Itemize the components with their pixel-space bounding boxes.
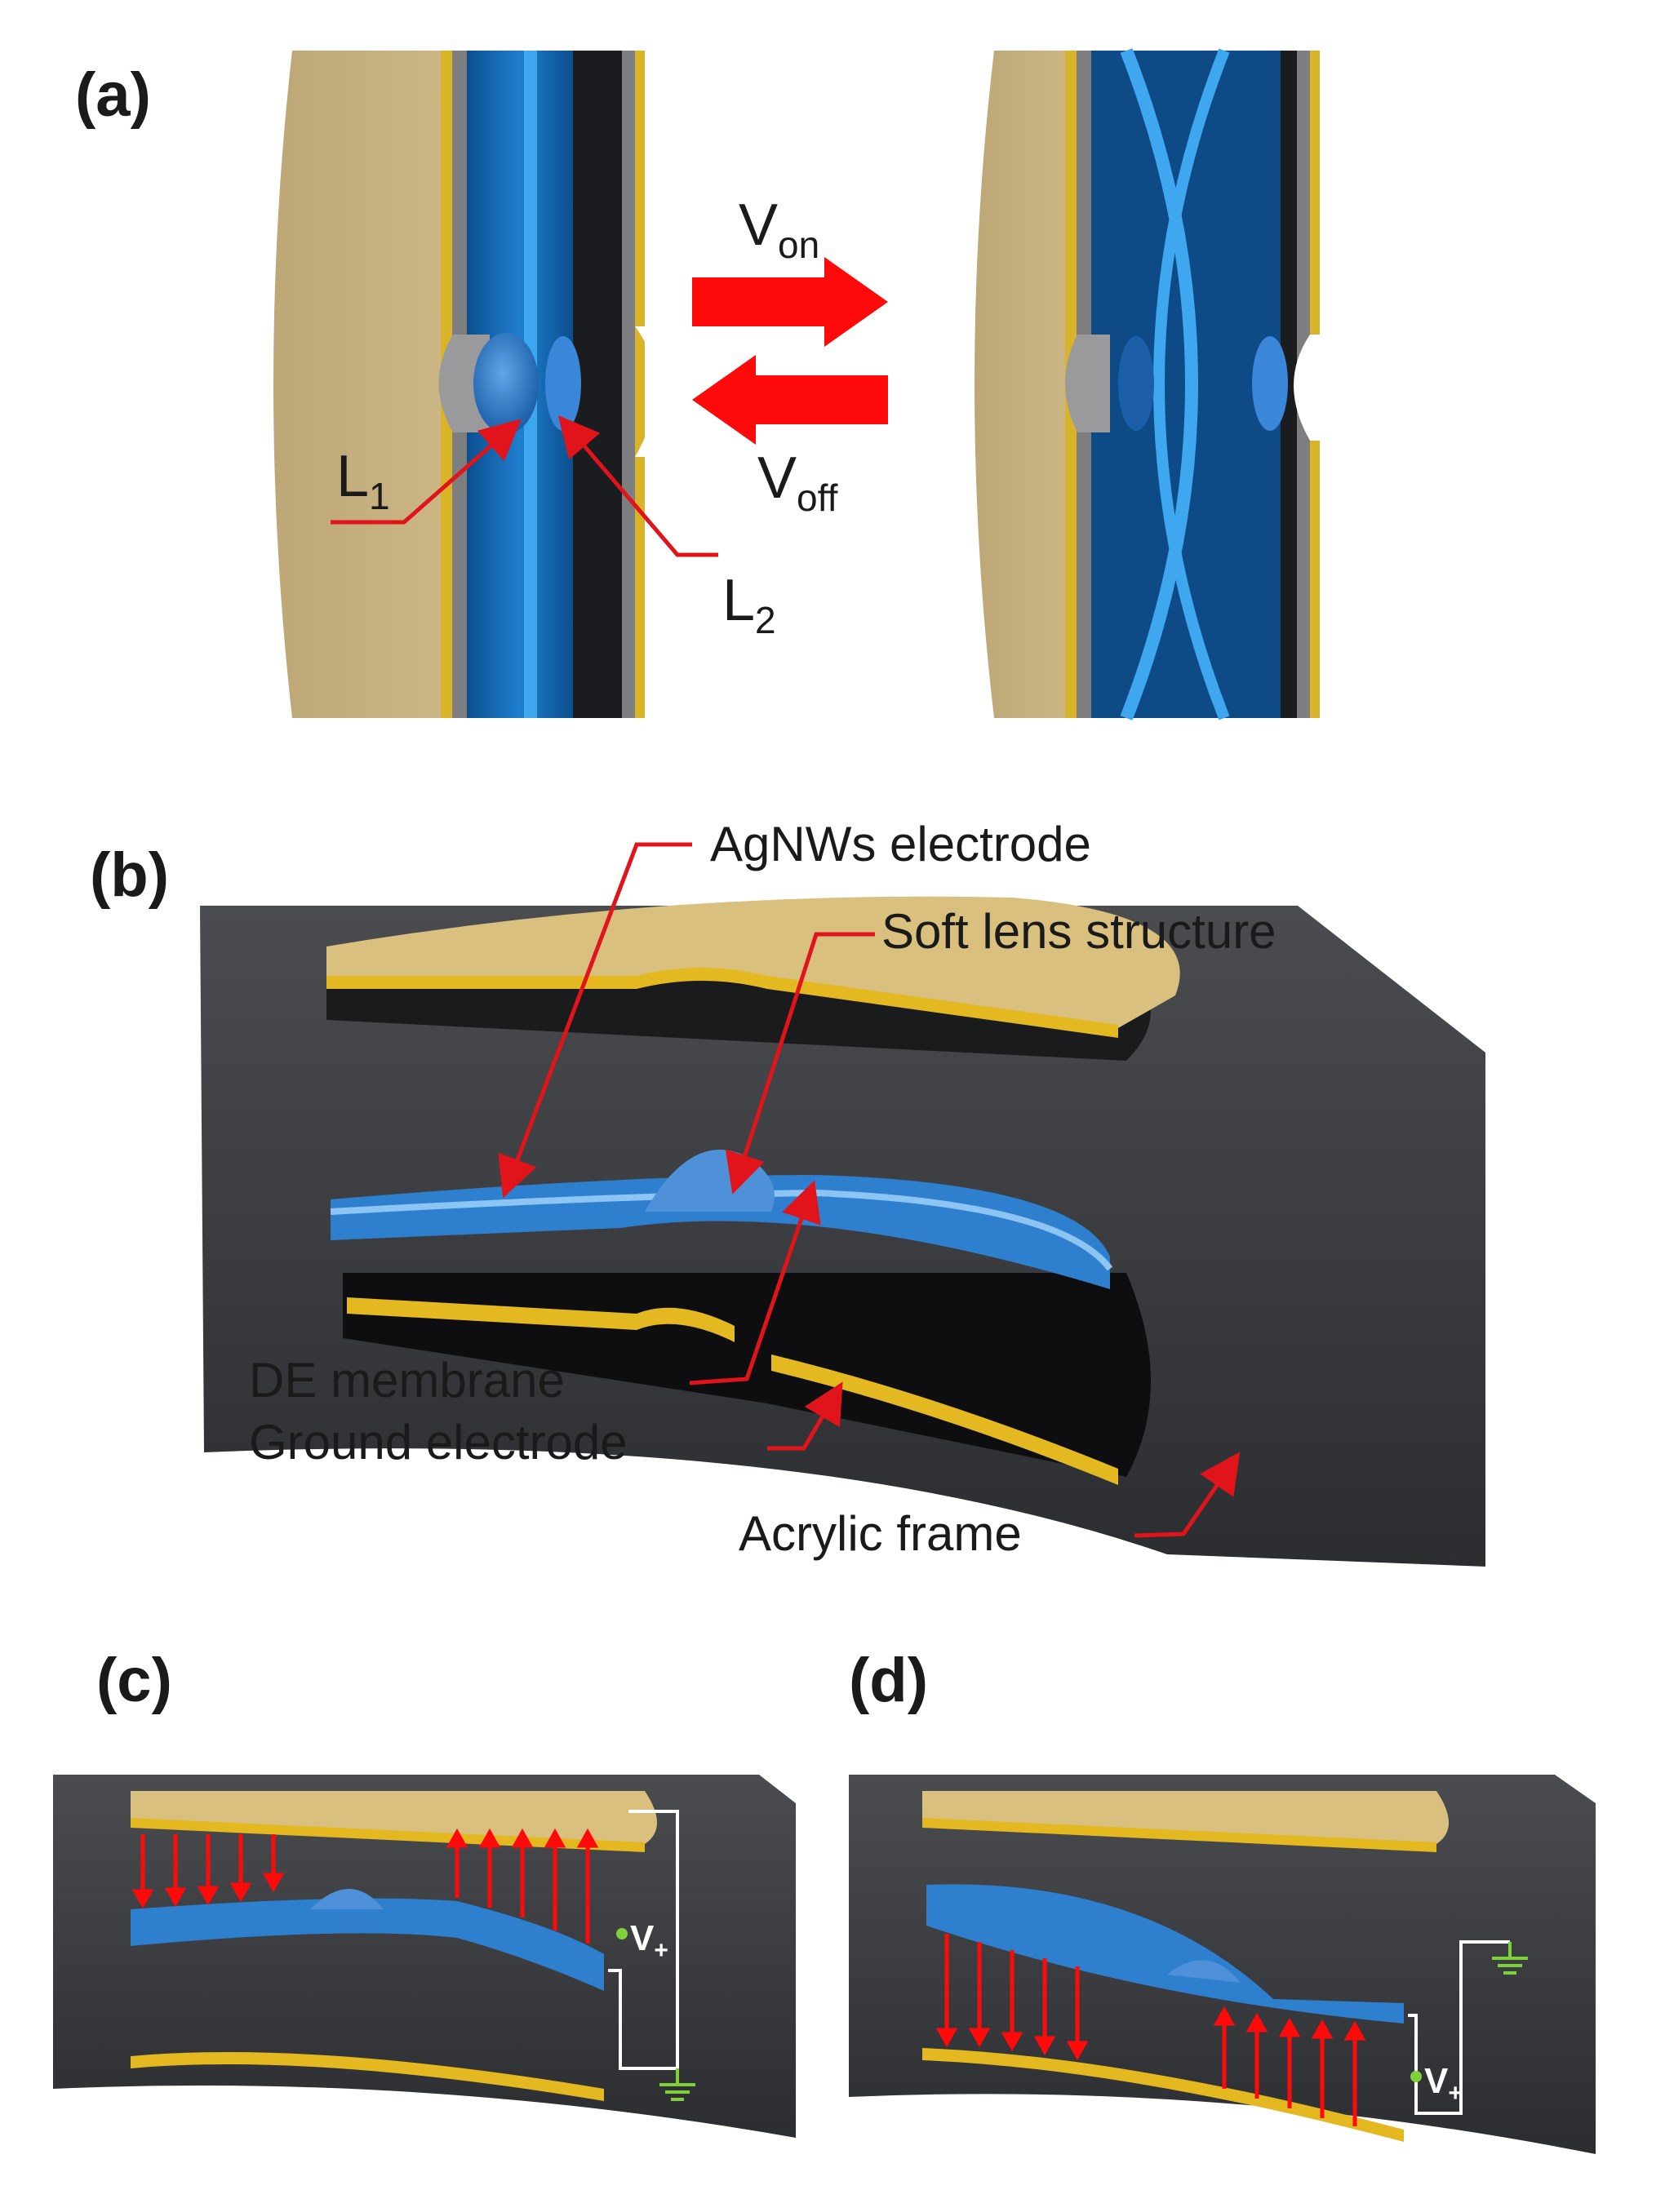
panel-a: (a) L1 L2 Von: [75, 48, 1320, 720]
agnws-electrode-label: AgNWs electrode: [710, 817, 1091, 871]
voltage-circuit: V+: [1408, 1940, 1528, 2115]
agnws-electrode-pointer: [498, 842, 692, 1199]
panel-b: (b) AgNWs electrode Soft lens structure: [90, 817, 1485, 1567]
l1-label: L1: [336, 444, 390, 517]
lens-l1: [473, 333, 539, 434]
l2-callout: L2: [557, 415, 776, 641]
v-on-label: Von: [739, 193, 819, 266]
top-electrode: [922, 1791, 1449, 1844]
acrylic-frame-body: [200, 906, 1485, 1567]
cavity-left: [438, 335, 490, 432]
lens-device-on-state: [975, 48, 1320, 720]
voltage-switch-arrows: Von Voff: [692, 193, 888, 519]
electric-field-arrows: [935, 1934, 1366, 2126]
gold-frame-right: [975, 51, 1077, 718]
lens-device-off-state: [273, 51, 656, 718]
de-membrane-label: DE membrane: [249, 1353, 565, 1407]
l2-label: L2: [722, 568, 776, 641]
membrane-curve-left: [1120, 48, 1198, 720]
soft-lens-dome: [310, 1889, 384, 1909]
terminal-icon: [616, 1928, 628, 1939]
frame-edge-right: [622, 51, 635, 718]
cavity-left: [1065, 335, 1110, 432]
de-membrane-downward: [926, 1884, 1404, 2024]
acrylic-frame-label: Acrylic frame: [739, 1506, 1022, 1561]
arrow-left-icon: [692, 355, 888, 445]
gold-edge-right: [635, 51, 645, 718]
soft-lens-pointer: [725, 932, 875, 1195]
top-electrode: [131, 1791, 657, 1844]
panel-a-label: (a): [75, 60, 151, 130]
lens-l2-on: [1252, 336, 1288, 431]
l1-pointer: [331, 419, 522, 525]
l1-callout: L1: [331, 419, 522, 525]
membrane-curve-right: [1153, 48, 1230, 720]
dark-gap: [573, 51, 622, 718]
gold-edge-top: [326, 968, 1118, 1038]
soft-lens-dome: [1167, 1960, 1241, 1983]
ground-electrode-label: Ground electrode: [249, 1415, 628, 1469]
lens-l2: [545, 336, 581, 431]
panel-c-label: (c): [96, 1646, 172, 1715]
l2-pointer: [557, 415, 718, 557]
panel-c: (c): [53, 1646, 796, 2138]
gold-edge-top: [922, 1818, 1436, 1852]
soft-lens-label: Soft lens structure: [881, 904, 1276, 959]
dark-gap: [1281, 51, 1297, 718]
actuated-state-lower: V+: [849, 1775, 1596, 2154]
lens-l1-on: [1118, 336, 1154, 431]
bottom-electrode: [922, 2048, 1404, 2142]
ground-icon: [1492, 1942, 1528, 1975]
ground-electrode-pointer: [767, 1381, 843, 1451]
panel-b-label: (b): [90, 840, 169, 910]
ground-icon: [659, 2068, 695, 2101]
de-membrane-upward: [131, 1898, 604, 1991]
cavity-right: [1294, 335, 1320, 441]
ground-electrode-left: [347, 1297, 735, 1342]
bottom-electrode: [131, 2052, 604, 2101]
acrylic-frame-pointer: [1134, 1452, 1241, 1538]
v-off-label: Voff: [757, 446, 838, 519]
agnws-electrode-top: [326, 896, 1180, 1028]
arrow-right-icon: [692, 257, 888, 347]
lens-cross-section-3d: [200, 896, 1485, 1567]
actuated-state-upper: V+: [53, 1775, 796, 2138]
panel-d-label: (d): [849, 1646, 928, 1715]
v-plus-label: V+: [1424, 2061, 1463, 2107]
callouts-panel-b: AgNWs electrode Soft lens structure DE m…: [249, 817, 1276, 1561]
ground-electrode-right: [771, 1354, 1118, 1485]
circuit-wire: [1408, 1940, 1510, 2115]
electric-field-arrows: [131, 1828, 599, 1944]
circuit-wire: [608, 1810, 679, 2070]
gold-frame-left: [273, 51, 457, 718]
panel-d: (d): [849, 1646, 1596, 2154]
v-plus-label: V+: [630, 1918, 668, 1964]
voltage-circuit: V+: [608, 1810, 695, 2101]
terminal-icon: [1410, 2071, 1422, 2082]
cavity-right: [635, 326, 656, 457]
de-membrane-pointer: [689, 1180, 821, 1385]
